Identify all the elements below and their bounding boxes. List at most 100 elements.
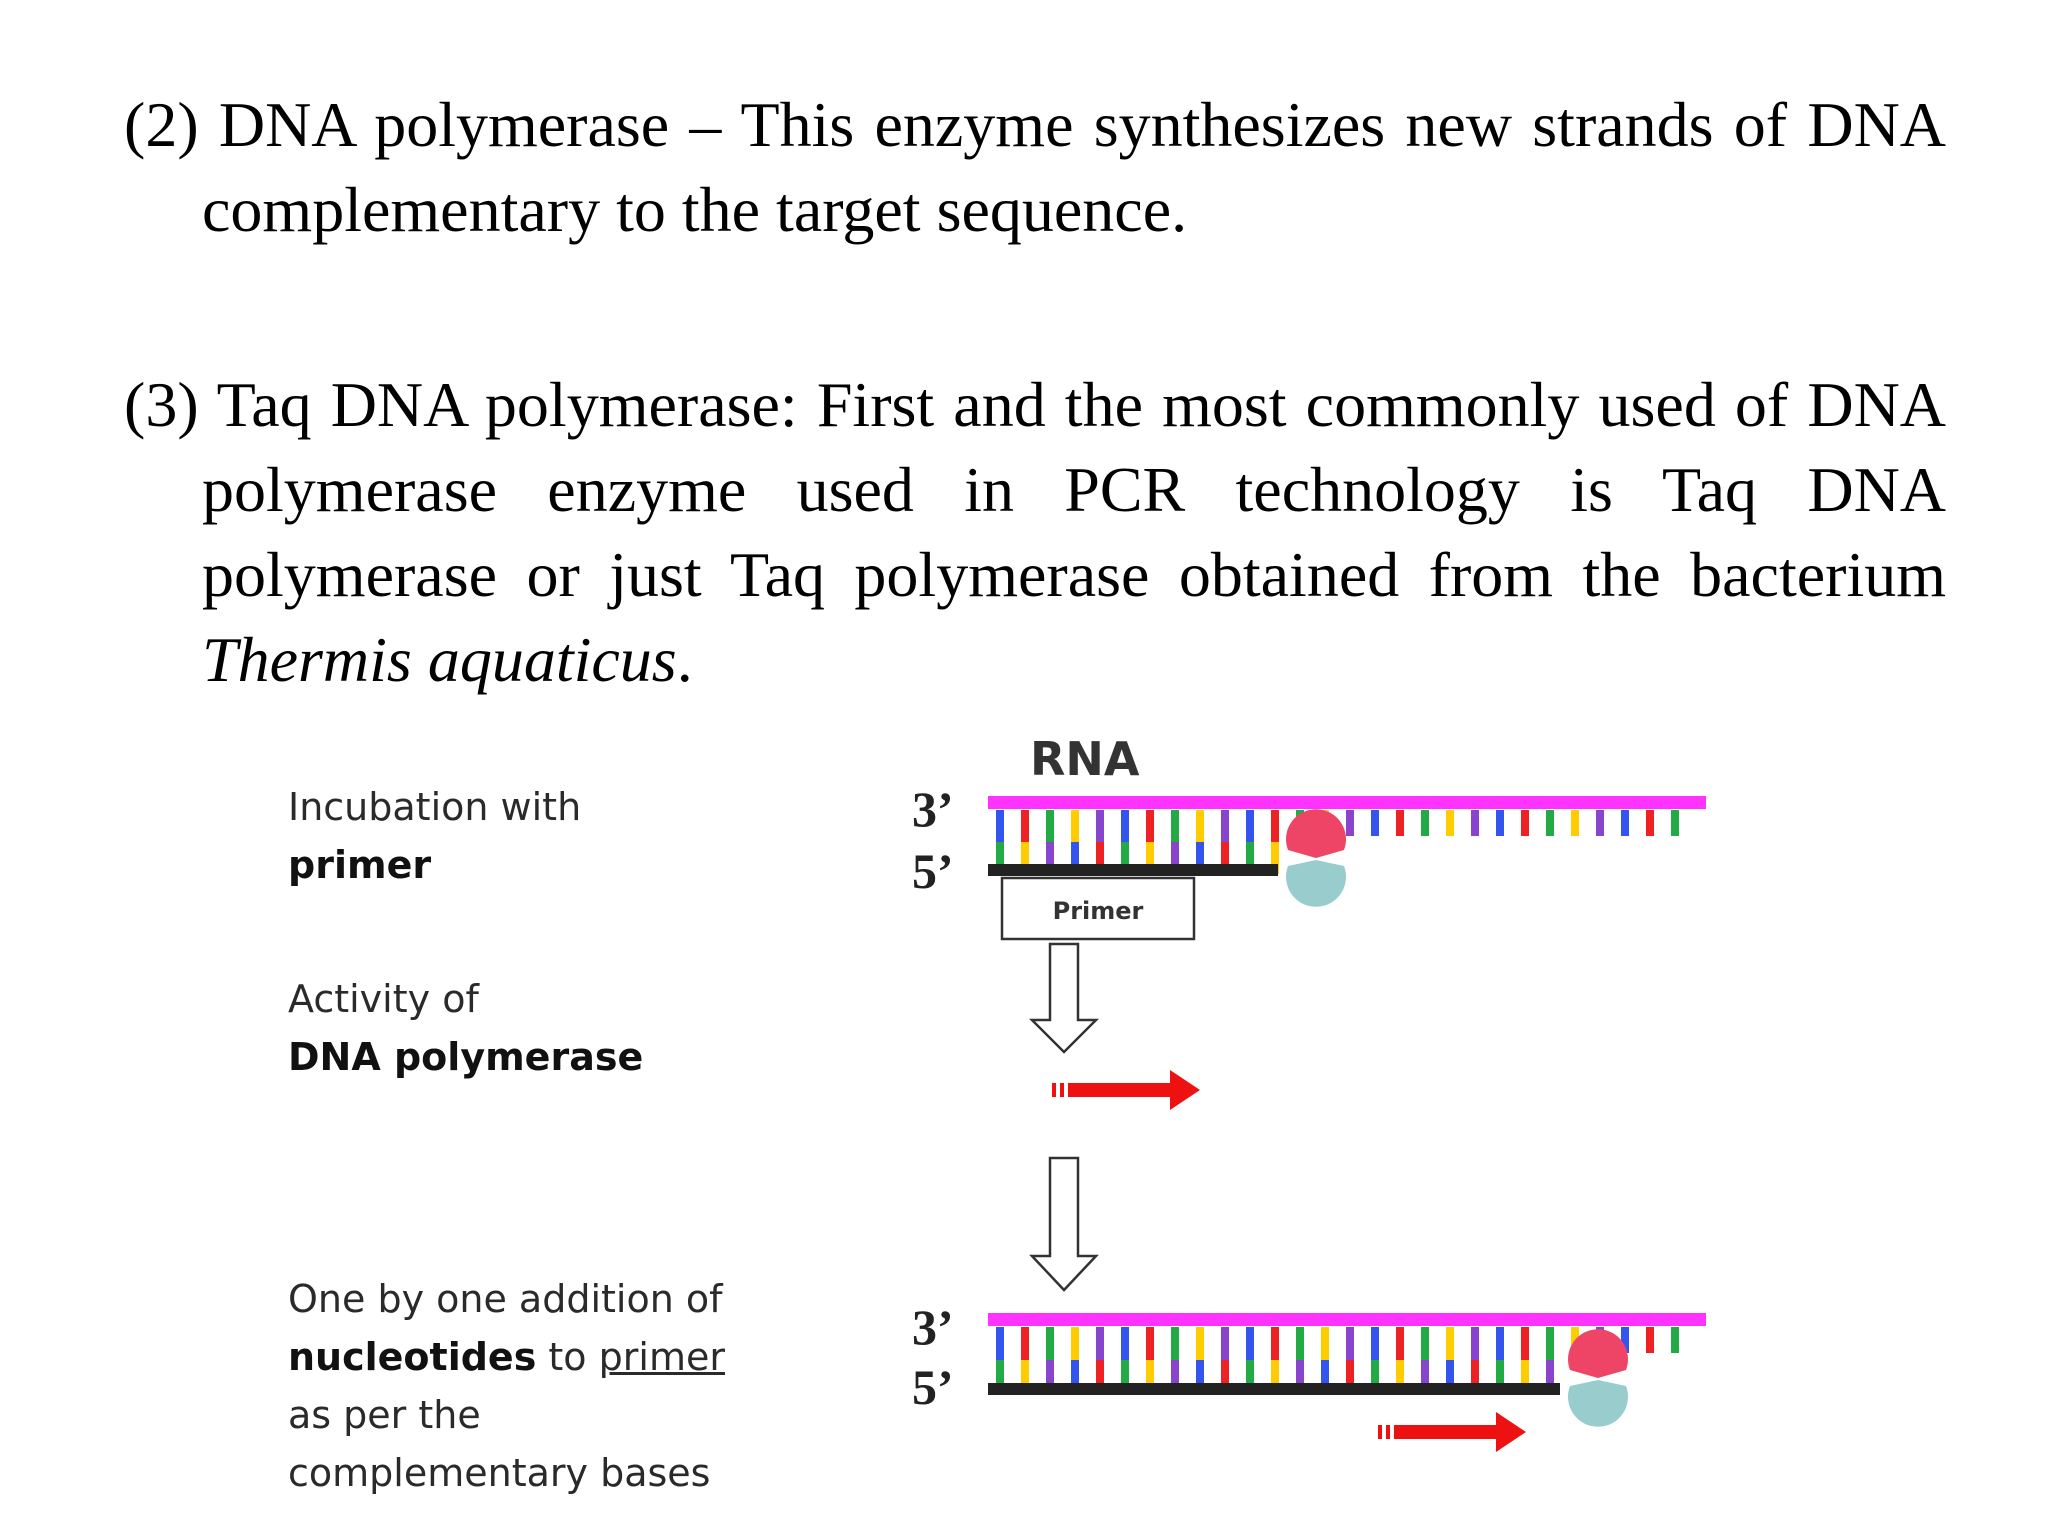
base-upper — [1121, 1327, 1129, 1360]
base-lower — [1646, 1340, 1654, 1353]
step2-line1: Activity of — [288, 977, 479, 1021]
base-upper — [1096, 810, 1104, 842]
step1-line2: primer — [288, 843, 432, 887]
bottom-5prime-label: 5’ — [912, 1359, 954, 1415]
base-lower — [1271, 1360, 1279, 1393]
extension-arrow-1 — [1052, 1070, 1200, 1110]
base-upper — [1371, 1327, 1379, 1360]
base-lower — [1046, 842, 1054, 874]
base-upper — [1046, 1327, 1054, 1360]
base-lower — [1296, 1360, 1304, 1393]
step1-line1: Incubation with — [288, 785, 582, 829]
base-lower — [1246, 1360, 1254, 1393]
base-upper — [1521, 1327, 1529, 1360]
base-lower — [1021, 842, 1029, 874]
step3-line2-mid: to — [536, 1335, 599, 1379]
rna-label: RNA — [1030, 732, 1140, 786]
base-upper — [1246, 810, 1254, 842]
base-upper — [1646, 810, 1654, 823]
base-upper — [1371, 810, 1379, 823]
base-lower — [1521, 823, 1529, 836]
step3-line2-bold: nucleotides — [288, 1335, 537, 1379]
base-upper — [1546, 1327, 1554, 1360]
base-upper — [1171, 810, 1179, 842]
base-lower — [1346, 1360, 1354, 1393]
step-label-incubation: Incubation with primer — [288, 778, 581, 894]
top-5prime-label: 5’ — [912, 843, 954, 899]
base-upper — [1496, 810, 1504, 823]
base-upper — [1146, 1327, 1154, 1360]
base-upper — [1196, 810, 1204, 842]
primer-label: Primer — [1053, 897, 1144, 925]
base-upper — [1221, 810, 1229, 842]
base-lower — [1371, 1360, 1379, 1393]
base-upper — [1221, 1327, 1229, 1360]
step2-line2: DNA polymerase — [288, 1035, 644, 1079]
base-lower — [1046, 1360, 1054, 1393]
base-lower — [1521, 1360, 1529, 1393]
base-lower — [996, 1360, 1004, 1393]
base-upper — [1621, 1327, 1629, 1340]
base-lower — [1246, 842, 1254, 874]
arrow-tick — [1052, 1083, 1056, 1097]
base-upper — [1271, 810, 1279, 842]
step3-line2-under: primer — [598, 1335, 725, 1379]
base-upper — [1571, 810, 1579, 823]
base-upper — [1046, 810, 1054, 842]
step-label-activity: Activity of DNA polymerase — [288, 970, 643, 1086]
base-lower — [1421, 1360, 1429, 1393]
base-lower — [1446, 1360, 1454, 1393]
paragraph-3-text: (3) Taq DNA polymerase: First and the mo… — [124, 369, 1946, 610]
base-lower — [1671, 823, 1679, 836]
base-lower — [1471, 1360, 1479, 1393]
arrow-tick — [1386, 1425, 1390, 1439]
base-upper — [1546, 810, 1554, 823]
base-upper — [1196, 1327, 1204, 1360]
arrow-shaft — [1068, 1083, 1172, 1097]
base-upper — [1346, 810, 1354, 823]
base-lower — [1446, 823, 1454, 836]
base-lower — [1271, 842, 1279, 874]
top-polymerase-icon — [1285, 809, 1346, 907]
base-lower — [1146, 1360, 1154, 1393]
base-lower — [1546, 1360, 1554, 1393]
base-lower — [1471, 823, 1479, 836]
base-upper — [1271, 1327, 1279, 1360]
base-lower — [1146, 842, 1154, 874]
polymerase-top-lobe — [1568, 1329, 1629, 1378]
base-upper — [1021, 1327, 1029, 1360]
base-upper — [1596, 810, 1604, 823]
base-upper — [1296, 1327, 1304, 1360]
base-upper — [1521, 810, 1529, 823]
base-lower — [1671, 1340, 1679, 1353]
base-lower — [1396, 1360, 1404, 1393]
base-lower — [1321, 1360, 1329, 1393]
base-lower — [1171, 842, 1179, 874]
step-label-addition: One by one addition of nucleotides to pr… — [288, 1270, 725, 1502]
top-primer-strand — [988, 864, 1278, 876]
arrow-tick — [1378, 1425, 1382, 1439]
bottom-3prime-label: 3’ — [912, 1299, 954, 1355]
base-lower — [1196, 1360, 1204, 1393]
base-upper — [1621, 810, 1629, 823]
base-lower — [1646, 823, 1654, 836]
down-arrow-2 — [1029, 1156, 1099, 1292]
base-upper — [1646, 1327, 1654, 1340]
bottom-rna-strand — [988, 1313, 1706, 1326]
base-lower — [1346, 823, 1354, 836]
base-lower — [1171, 1360, 1179, 1393]
base-upper — [1246, 1327, 1254, 1360]
base-lower — [1371, 823, 1379, 836]
base-lower — [1396, 823, 1404, 836]
base-upper — [1471, 810, 1479, 823]
top-base-pairs — [996, 810, 1679, 874]
extension-arrow-2 — [1378, 1412, 1526, 1452]
polymerase-top-lobe — [1286, 809, 1346, 858]
base-lower — [1571, 823, 1579, 836]
base-upper — [1096, 1327, 1104, 1360]
paragraph-dna-polymerase: (2) DNA polymerase – This enzyme synthes… — [124, 82, 1946, 252]
base-lower — [1071, 1360, 1079, 1393]
base-upper — [1321, 1327, 1329, 1360]
paragraph-3-period: . — [676, 624, 693, 695]
